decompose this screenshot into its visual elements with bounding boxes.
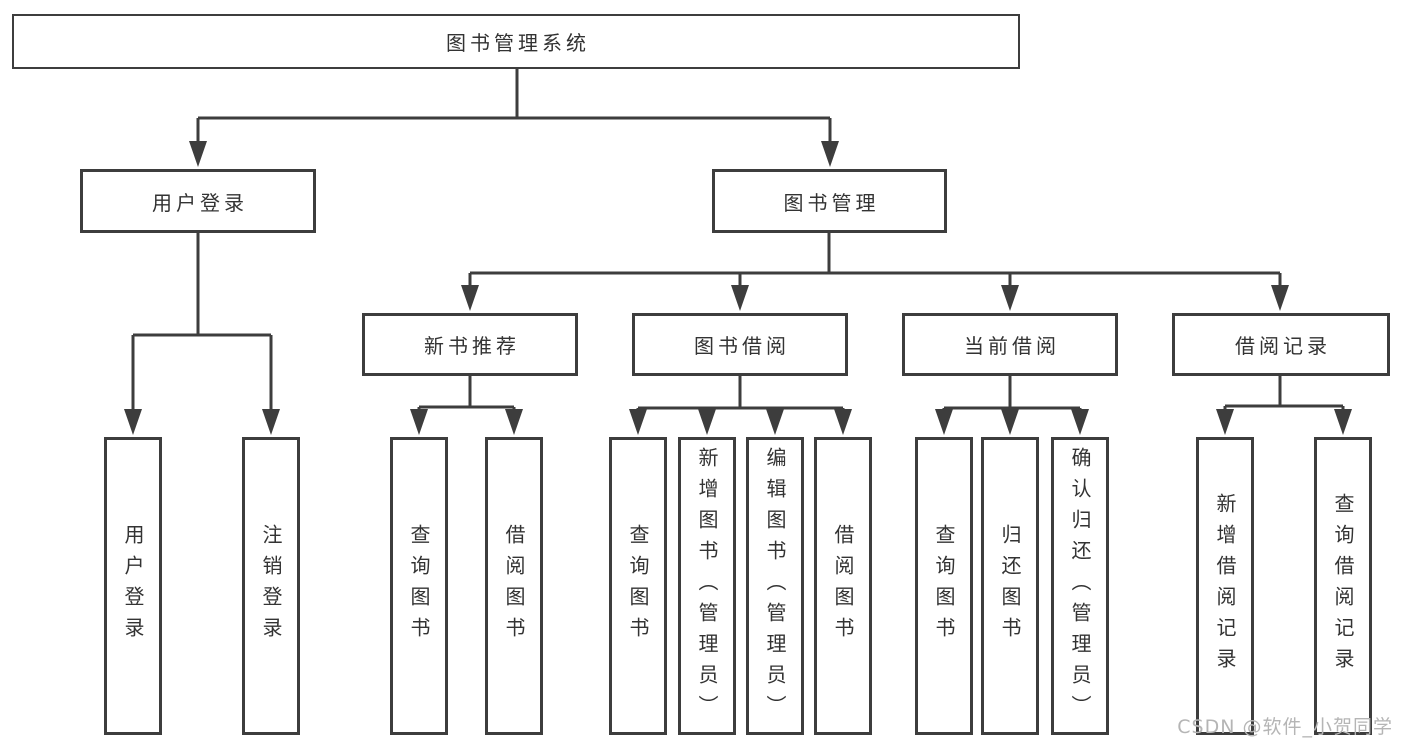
leaf-borrowing-borrow-books: 借阅图书 xyxy=(814,437,872,735)
node-current-borrowing: 当前借阅 xyxy=(902,313,1118,376)
node-new-book-recommend: 新书推荐 xyxy=(362,313,578,376)
leaf-borrowing-query-books: 查询图书 xyxy=(609,437,667,735)
leaf-logout: 注销登录 xyxy=(242,437,300,735)
leaf-records-query-record: 查询借阅记录 xyxy=(1314,437,1372,735)
arrow-down-icon xyxy=(124,141,1352,435)
csdn-watermark: CSDN @软件_小贺同学 xyxy=(1177,716,1393,738)
leaf-current-return-books: 归还图书 xyxy=(981,437,1039,735)
node-library-management-system: 图书管理系统 xyxy=(12,14,1020,69)
leaf-user-login: 用户登录 xyxy=(104,437,162,735)
leaf-current-query-books: 查询图书 xyxy=(915,437,973,735)
leaf-records-add-record: 新增借阅记录 xyxy=(1196,437,1254,735)
node-user-login: 用户登录 xyxy=(80,169,316,233)
node-borrowing-records: 借阅记录 xyxy=(1172,313,1390,376)
leaf-recommend-query-books: 查询图书 xyxy=(390,437,448,735)
leaf-current-confirm-return-admin: 确认归还（管理员） xyxy=(1051,437,1109,735)
leaf-borrowing-add-books-admin: 新增图书（管理员） xyxy=(678,437,736,735)
leaf-recommend-borrow-books: 借阅图书 xyxy=(485,437,543,735)
node-book-management: 图书管理 xyxy=(712,169,947,233)
leaf-borrowing-edit-books-admin: 编辑图书（管理员） xyxy=(746,437,804,735)
node-book-borrowing: 图书借阅 xyxy=(632,313,848,376)
